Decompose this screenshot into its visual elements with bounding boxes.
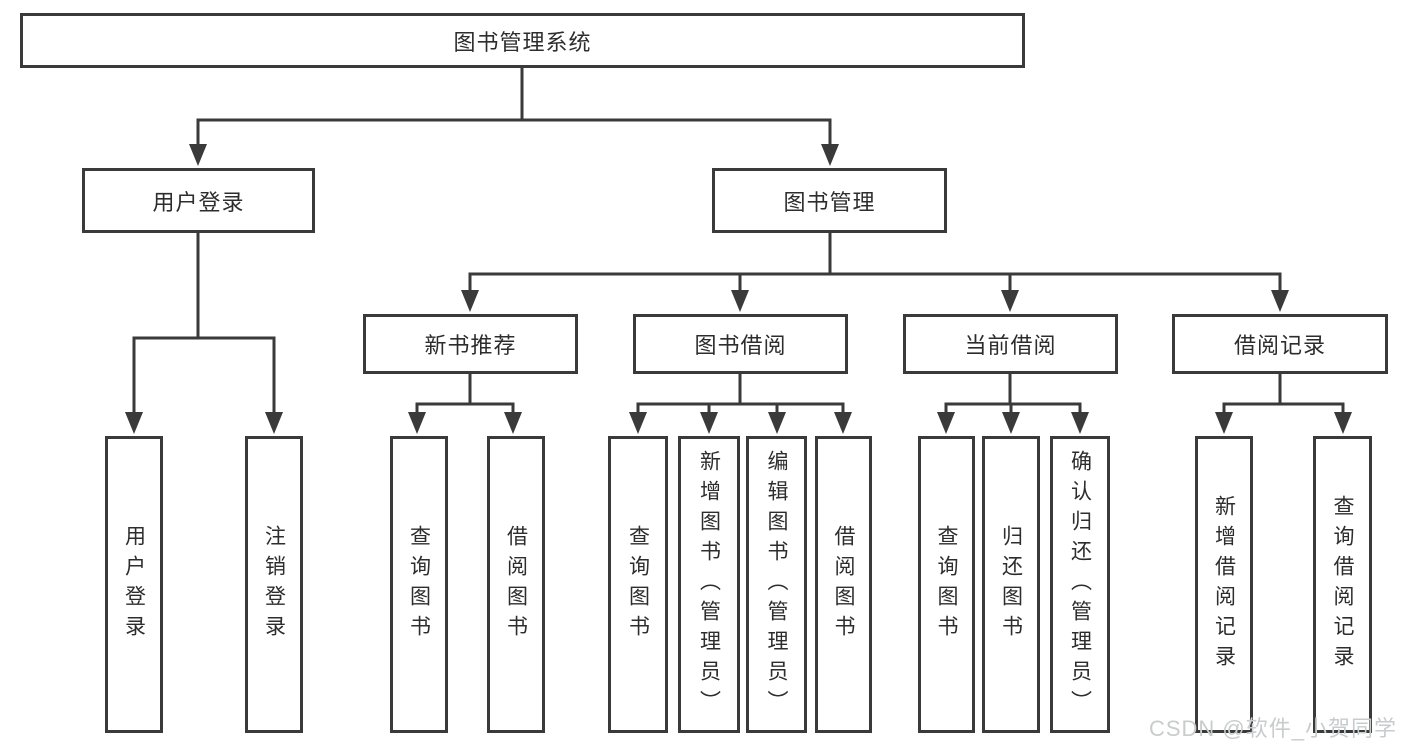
- node-current-borrow: 当前借阅: [903, 314, 1118, 374]
- node-book-borrow-label: 图书借阅: [694, 333, 787, 358]
- node-library-system-label: 图书管理系统: [453, 29, 592, 55]
- leaf-edit-book-admin-label: 编辑图书（管理员）: [765, 449, 788, 720]
- leaf-query-borrow-record: 查询借阅记录: [1313, 436, 1372, 733]
- csdn-watermark: CSDN @软件_小贺同学: [1148, 716, 1397, 741]
- node-book-management: 图书管理: [712, 168, 947, 233]
- leaf-query-books-3-label: 查询图书: [935, 524, 958, 645]
- tree-lines: [132, 66, 1345, 415]
- leaf-add-borrow-record-label: 新增借阅记录: [1212, 494, 1236, 675]
- leaf-add-book-admin-label: 新增图书（管理员）: [697, 449, 721, 720]
- leaf-query-borrow-record-label: 查询借阅记录: [1331, 494, 1354, 675]
- node-user-login: 用户登录: [82, 168, 315, 233]
- node-library-system: 图书管理系统: [20, 13, 1025, 68]
- leaf-query-books-2-label: 查询图书: [626, 524, 650, 645]
- leaf-return-book-label: 归还图书: [999, 524, 1023, 645]
- leaf-edit-book-admin: 编辑图书（管理员）: [746, 436, 807, 733]
- node-new-book-recommend-label: 新书推荐: [424, 333, 517, 358]
- leaf-borrow-books-2: 借阅图书: [815, 436, 872, 733]
- leaf-borrow-books-1: 借阅图书: [487, 436, 545, 733]
- leaf-add-borrow-record: 新增借阅记录: [1195, 436, 1253, 733]
- leaf-query-books-1: 查询图书: [390, 436, 448, 733]
- leaf-return-book: 归还图书: [982, 436, 1040, 733]
- leaf-query-books-2: 查询图书: [608, 436, 668, 733]
- leaf-user-login-label: 用户登录: [122, 524, 146, 645]
- node-borrow-records: 借阅记录: [1172, 314, 1388, 374]
- node-book-management-label: 图书管理: [783, 189, 876, 215]
- leaf-query-books-1-label: 查询图书: [407, 524, 431, 645]
- leaf-logout: 注销登录: [245, 436, 303, 733]
- leaf-confirm-return-admin-label: 确认归还（管理员）: [1068, 449, 1092, 720]
- leaf-query-books-3: 查询图书: [918, 436, 975, 733]
- node-borrow-records-label: 借阅记录: [1233, 333, 1326, 358]
- leaf-borrow-books-2-label: 借阅图书: [832, 524, 855, 645]
- leaf-confirm-return-admin: 确认归还（管理员）: [1050, 436, 1110, 733]
- leaf-add-book-admin: 新增图书（管理员）: [678, 436, 740, 733]
- node-book-borrow: 图书借阅: [633, 314, 848, 374]
- leaf-borrow-books-1-label: 借阅图书: [504, 524, 528, 645]
- node-user-login-label: 用户登录: [152, 189, 245, 215]
- leaf-user-login: 用户登录: [105, 436, 163, 733]
- node-new-book-recommend: 新书推荐: [363, 314, 578, 374]
- leaf-logout-label: 注销登录: [262, 524, 286, 645]
- arrowheads: [125, 144, 1352, 434]
- node-current-borrow-label: 当前借阅: [964, 333, 1057, 358]
